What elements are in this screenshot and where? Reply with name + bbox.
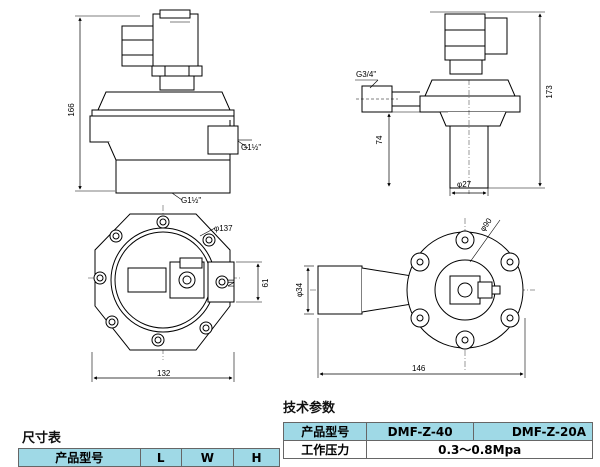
dimension-header-h: H xyxy=(233,448,280,467)
front-height-dim: 166 xyxy=(67,103,76,117)
dimension-header-model: 产品型号 xyxy=(18,448,141,467)
technical-drawing: 166 G1½" G1½" G3/4" 17 xyxy=(67,9,554,382)
bottom-flange-lugs xyxy=(410,230,520,350)
tech-params-header-model: 产品型号 xyxy=(282,422,368,441)
tech-params-row: 工作压力 0.3～0.8Mpa xyxy=(282,440,593,459)
bottom-flange-diameter: φ90 xyxy=(478,216,494,233)
top-depth-dim: 61 xyxy=(261,278,270,287)
bottom-length-dim: 146 xyxy=(412,364,426,373)
top-inlet-label: IN xyxy=(226,279,235,287)
side-stem-dim: 74 xyxy=(375,135,384,144)
tech-params-row-value: 0.3～0.8Mpa xyxy=(366,440,593,459)
tech-params-header-model-2: DMF-Z-20A xyxy=(472,422,594,441)
side-stem-diameter: φ27 xyxy=(457,180,472,189)
tech-params-header-row: 产品型号 DMF-Z-40 DMF-Z-20A xyxy=(282,422,594,441)
dimension-table-header-row: 产品型号 L W H xyxy=(18,448,280,467)
top-width-dim: 132 xyxy=(157,369,171,378)
tech-params-title: 技术参数 xyxy=(283,401,336,416)
top-view xyxy=(88,205,262,382)
tech-params-header-model-1: DMF-Z-40 xyxy=(366,422,474,441)
front-diaphragm-cover xyxy=(97,91,231,111)
tech-params-row-label: 工作压力 xyxy=(282,440,368,459)
bottom-inlet-pipe xyxy=(317,265,363,315)
side-height-dim: 173 xyxy=(545,85,554,99)
side-solenoid-coil xyxy=(444,13,486,61)
side-valve-body xyxy=(419,95,521,113)
front-outlet-port-label: G1½" xyxy=(241,143,261,152)
tech-params-table: 产品型号 DMF-Z-40 DMF-Z-20A 工作压力 0.3～0.8Mpa xyxy=(282,422,594,459)
front-view xyxy=(75,9,252,201)
top-flange-diameter: φ137 xyxy=(214,224,233,233)
front-outlet-port xyxy=(207,125,239,155)
side-pilot-port-label: G3/4" xyxy=(356,70,376,79)
dimension-table-title: 尺寸表 xyxy=(22,431,62,446)
dimension-table: 产品型号 L W H xyxy=(18,448,280,467)
top-bolt-holes xyxy=(93,215,229,347)
dimension-header-l: L xyxy=(139,448,182,467)
bottom-inlet-diameter: φ34 xyxy=(295,282,304,297)
dimension-header-w: W xyxy=(180,448,235,467)
top-solenoid xyxy=(127,267,167,293)
front-inlet-port-label: G1½" xyxy=(181,196,201,205)
side-view xyxy=(355,11,545,196)
front-solenoid-coil xyxy=(121,25,157,67)
bottom-view xyxy=(304,218,535,378)
